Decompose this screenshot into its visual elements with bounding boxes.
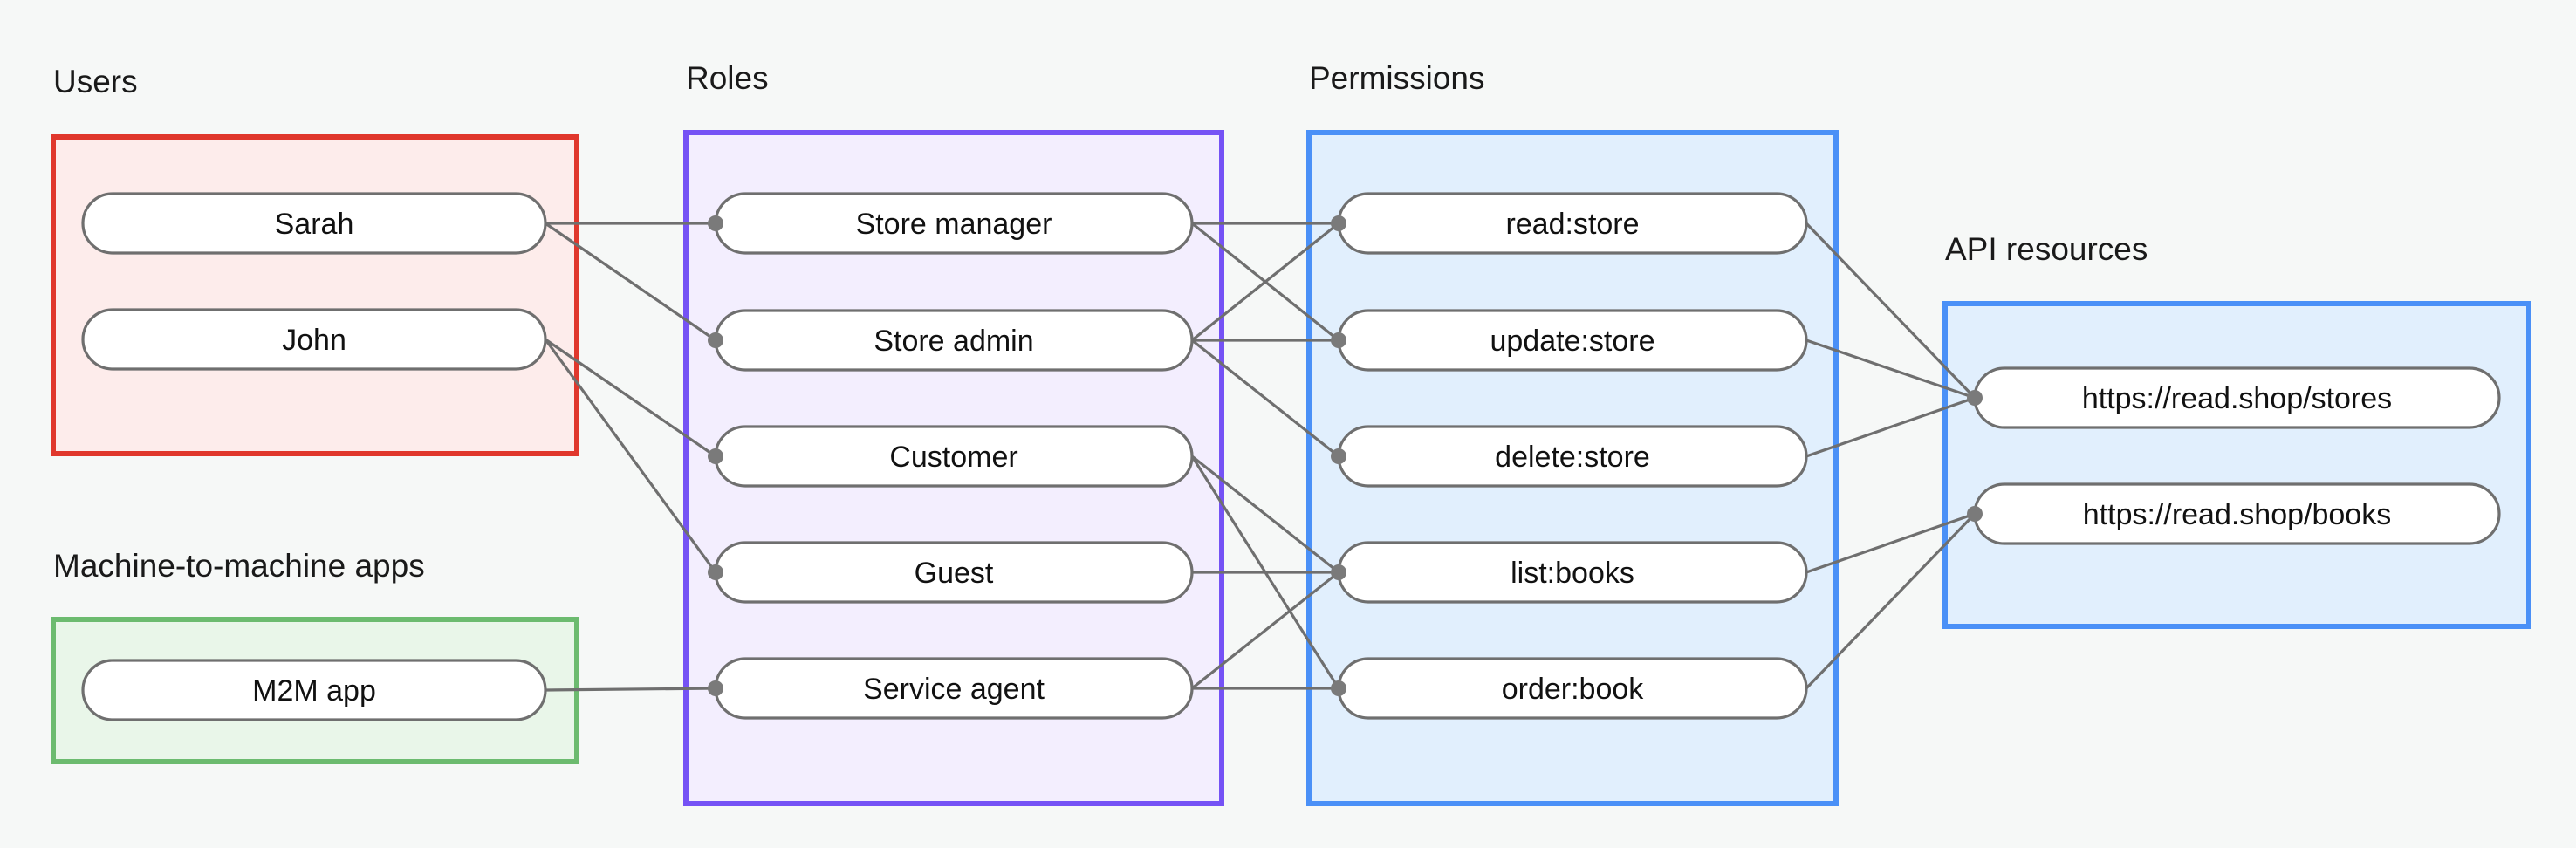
group-label-permissions: Permissions bbox=[1309, 60, 1485, 96]
node-m2mapp[interactable]: M2M app bbox=[81, 659, 547, 721]
group-label-users: Users bbox=[53, 64, 138, 99]
edge-store-admin-to-delete-store bbox=[1191, 339, 1339, 458]
node-store-manager[interactable]: Store manager bbox=[714, 192, 1194, 255]
connector-dot-delete-store bbox=[1331, 448, 1346, 464]
node-label-list-books: list:books bbox=[1511, 557, 1634, 590]
node-label-delete-store: delete:store bbox=[1495, 441, 1650, 474]
group-panel-api-resources bbox=[1942, 301, 2531, 629]
connector-dot-update-store bbox=[1331, 332, 1346, 348]
connector-dot-guest bbox=[708, 564, 723, 580]
group-label-roles: Roles bbox=[686, 60, 769, 96]
node-label-sarah: Sarah bbox=[275, 208, 354, 241]
node-read-store[interactable]: read:store bbox=[1337, 192, 1808, 255]
node-label-read-store: read:store bbox=[1505, 208, 1639, 241]
node-label-customer: Customer bbox=[889, 441, 1017, 474]
connector-dots-layer bbox=[708, 215, 1983, 696]
group-panel-users bbox=[51, 134, 579, 456]
connector-dot-customer bbox=[708, 448, 723, 464]
edge-order-book-to-res-books bbox=[1805, 512, 1977, 690]
connector-dot-list-books bbox=[1331, 564, 1346, 580]
edge-customer-to-list-books bbox=[1191, 455, 1339, 574]
connector-dot-res-books bbox=[1967, 506, 1983, 522]
edge-sarah-to-store-admin bbox=[545, 222, 716, 342]
node-shape-m2mapp bbox=[81, 659, 547, 721]
node-shape-john bbox=[81, 308, 547, 371]
node-john[interactable]: John bbox=[81, 308, 547, 371]
node-res-books[interactable]: https://read.shop/books bbox=[1973, 482, 2501, 545]
node-label-guest: Guest bbox=[915, 557, 994, 590]
connector-dot-store-manager bbox=[708, 215, 723, 231]
node-order-book[interactable]: order:book bbox=[1337, 657, 1808, 720]
edge-read-store-to-res-stores bbox=[1805, 222, 1977, 400]
node-label-update-store: update:store bbox=[1490, 325, 1655, 358]
node-label-store-admin: Store admin bbox=[874, 325, 1033, 358]
edge-john-to-customer bbox=[545, 338, 716, 458]
group-label-m2m: Machine-to-machine apps bbox=[53, 548, 425, 584]
node-guest[interactable]: Guest bbox=[714, 541, 1194, 604]
edge-update-store-to-res-stores bbox=[1805, 339, 1976, 400]
node-delete-store[interactable]: delete:store bbox=[1337, 425, 1808, 488]
node-label-service-agent: Service agent bbox=[863, 673, 1045, 706]
edge-service-agent-to-list-books bbox=[1191, 571, 1339, 690]
connector-dot-res-stores bbox=[1967, 390, 1983, 406]
connector-dot-service-agent bbox=[708, 680, 723, 696]
node-label-res-books: https://read.shop/books bbox=[2083, 498, 2391, 531]
node-list-books[interactable]: list:books bbox=[1337, 541, 1808, 604]
edge-store-admin-to-read-store bbox=[1191, 222, 1339, 342]
edge-m2mapp-to-service-agent bbox=[545, 687, 716, 692]
edges-layer bbox=[544, 222, 1977, 692]
edge-list-books-to-res-books bbox=[1805, 512, 1976, 574]
node-store-admin[interactable]: Store admin bbox=[714, 309, 1194, 372]
edge-delete-store-to-res-stores bbox=[1805, 396, 1976, 458]
group-label-api-resources: API resources bbox=[1945, 231, 2148, 267]
node-sarah[interactable]: Sarah bbox=[81, 192, 547, 255]
node-service-agent[interactable]: Service agent bbox=[714, 657, 1194, 720]
node-update-store[interactable]: update:store bbox=[1337, 309, 1808, 372]
node-label-store-manager: Store manager bbox=[856, 208, 1052, 241]
node-label-m2mapp: M2M app bbox=[252, 674, 376, 708]
edge-john-to-guest bbox=[544, 339, 717, 573]
node-label-john: John bbox=[282, 324, 346, 357]
node-res-stores[interactable]: https://read.shop/stores bbox=[1973, 366, 2501, 429]
node-label-order-book: order:book bbox=[1502, 673, 1645, 706]
node-label-res-stores: https://read.shop/stores bbox=[2082, 382, 2392, 415]
node-shape-sarah bbox=[81, 192, 547, 255]
node-customer[interactable]: Customer bbox=[714, 425, 1194, 488]
connector-dot-store-admin bbox=[708, 332, 723, 348]
connector-dot-order-book bbox=[1331, 680, 1346, 696]
connector-dot-read-store bbox=[1331, 215, 1346, 231]
